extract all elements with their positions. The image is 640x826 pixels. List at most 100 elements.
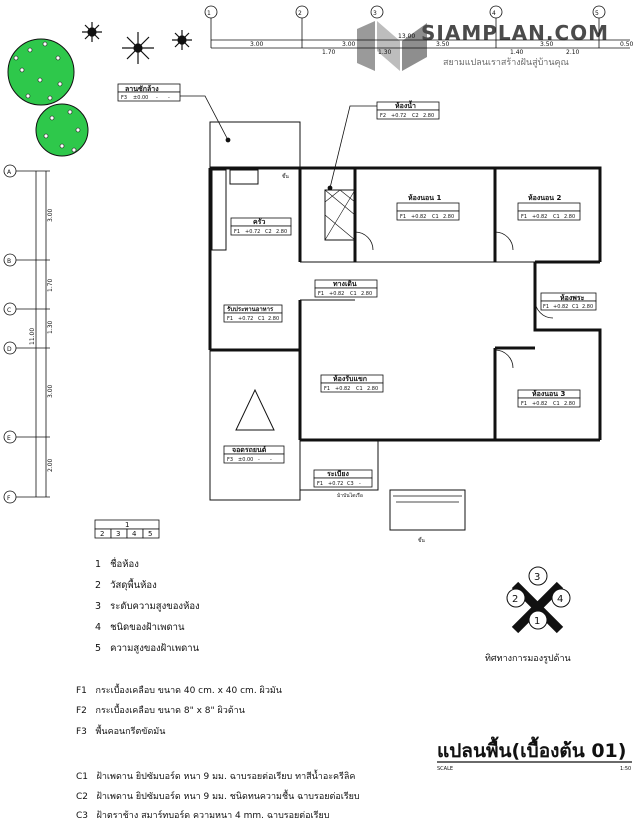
room-name: ลานซักล้าง: [125, 84, 159, 93]
room-spec: 2.80: [276, 229, 287, 235]
room-spec: C1: [350, 291, 357, 297]
grid-row-a: A: [7, 169, 12, 176]
view-direction-compass-icon: 3 1 2 4: [506, 566, 571, 634]
room-spec: F1: [400, 214, 406, 220]
compass-num: 3: [534, 572, 540, 583]
room-name: ห้องนอน 1: [408, 193, 441, 202]
room-spec: 2.80: [367, 386, 378, 392]
grid-row-d: D: [7, 346, 12, 353]
dim-top-total: 13.00: [398, 33, 415, 40]
legend-item: 1 ชื่อห้อง: [95, 559, 139, 570]
dim-left: 3.00: [47, 384, 54, 398]
brand-tagline: สยามแปลนเราสร้างฝันสู่บ้านคุณ: [443, 58, 569, 68]
room-spec: ±0.00: [133, 95, 148, 101]
room-name: ห้องนอน 3: [532, 389, 565, 398]
room-spec: C3: [347, 481, 354, 487]
plan-label-up: ขึ้น: [418, 535, 425, 544]
room-name: ห้องรับแขก: [333, 374, 367, 383]
legend-box-top: 1: [125, 521, 129, 529]
tree-icon: [7, 38, 89, 157]
room-spec: -: [270, 457, 272, 463]
dim-left: 1.30: [47, 320, 54, 334]
grid-col-5: 5: [595, 10, 599, 17]
room-spec: C1: [356, 386, 363, 392]
room-spec: +0.72: [328, 481, 343, 487]
room-name: ห้องน้ำ: [395, 99, 416, 110]
dim-top: 0.50: [620, 41, 634, 48]
dim-top: 3.50: [436, 41, 450, 48]
room-name: จอดรถยนต์: [232, 445, 267, 454]
legend-item: 3 ระดับความสูงของห้อง: [95, 601, 200, 612]
dim-top: 1.40: [510, 49, 524, 56]
room-spec: +0.72: [391, 113, 406, 119]
dim-top: 3.50: [540, 41, 554, 48]
ceiling-note: C2 ฝ้าเพดาน ยิปซัมบอร์ด หนา 9 มม. ชนิดทน…: [76, 792, 360, 802]
room-spec: C1: [432, 214, 439, 220]
room-spec: F2: [380, 113, 386, 119]
grid-row-e: E: [7, 435, 11, 442]
room-spec: +0.82: [532, 401, 547, 407]
room-spec: F3: [121, 95, 127, 101]
room-spec: F1: [318, 291, 324, 297]
room-spec: F3: [227, 457, 233, 463]
drawing-title: แปลนพื้น(เบื้องต้น 01): [437, 740, 627, 762]
room-spec: C1: [553, 401, 560, 407]
legend-item: 5 ความสูงของฝ้าเพดาน: [95, 643, 200, 654]
room-spec: -: [258, 457, 260, 463]
room-name: ทางเดิน: [333, 280, 357, 288]
room-spec: C1: [553, 214, 560, 220]
room-spec: F1: [227, 316, 233, 322]
plan-label-up: ขึ้น: [282, 171, 289, 180]
room-spec: F1: [324, 386, 330, 392]
room-spec: F1: [317, 481, 323, 487]
room-name: ห้องพระ: [560, 293, 585, 302]
dim-left: 3.00: [47, 208, 54, 222]
room-spec: 2.80: [564, 214, 575, 220]
grid-row-b: B: [7, 258, 11, 265]
floor-note: F3 พื้นคอนกรีตขัดมัน: [76, 727, 166, 737]
room-spec: F1: [521, 214, 527, 220]
room-spec: +0.82: [532, 214, 547, 220]
dim-top: 1.30: [378, 49, 392, 56]
floor-note: F2 กระเบื้องเคลือบ ขนาด 8" x 8" ผิวด้าน: [76, 706, 245, 716]
floor-note: F1 กระเบื้องเคลือบ ขนาด 40 cm. x 40 cm. …: [76, 686, 282, 696]
compass-caption: ทิศทางการมองรูปด้าน: [485, 654, 571, 664]
scale-value: 1:50: [620, 766, 632, 772]
dim-left-total: 11.00: [29, 328, 36, 345]
dim-top: 3.00: [342, 41, 356, 48]
room-spec: +0.82: [411, 214, 426, 220]
brand-name: SIAMPLAN.COM: [421, 21, 610, 45]
grid-col-1: 1: [207, 10, 211, 17]
legend-item: 2 วัสดุพื้นห้อง: [95, 580, 157, 591]
room-spec: 2.80: [564, 401, 575, 407]
room-spec: +0.82: [329, 291, 344, 297]
room-spec: 2.80: [361, 291, 372, 297]
grid-row-c: C: [7, 307, 11, 314]
room-spec: -: [359, 481, 361, 487]
legend-list: 1 ชื่อห้อง 2 วัสดุพื้นห้อง 3 ระดับความสู…: [95, 557, 200, 662]
scale-label: SCALE: [437, 766, 454, 772]
room-spec: +0.82: [335, 386, 350, 392]
palm-icon: [82, 22, 192, 64]
room-spec: ±0.00: [238, 457, 253, 463]
room-spec: 2.80: [443, 214, 454, 220]
room-name: ระเบียง: [327, 470, 349, 478]
compass-num: 2: [512, 594, 518, 605]
room-spec: C1: [258, 316, 265, 322]
room-spec: 2.80: [423, 113, 434, 119]
dim-top: 3.00: [250, 41, 264, 48]
legend-box-cell: 3: [116, 530, 120, 538]
dim-top: 2.10: [566, 49, 580, 56]
legend-box-cell: 4: [132, 530, 137, 538]
room-spec: 2.80: [268, 316, 279, 322]
dim-left: 1.70: [47, 278, 54, 292]
grid-col-3: 3: [373, 10, 377, 17]
room-spec: F1: [521, 401, 527, 407]
grid-col-4: 4: [492, 10, 496, 17]
room-spec: C1: [572, 304, 579, 310]
room-spec: 2.80: [582, 304, 593, 310]
room-name: ครัว: [253, 218, 265, 226]
room-spec: F1: [234, 229, 240, 235]
grid-row-f: F: [7, 495, 11, 502]
